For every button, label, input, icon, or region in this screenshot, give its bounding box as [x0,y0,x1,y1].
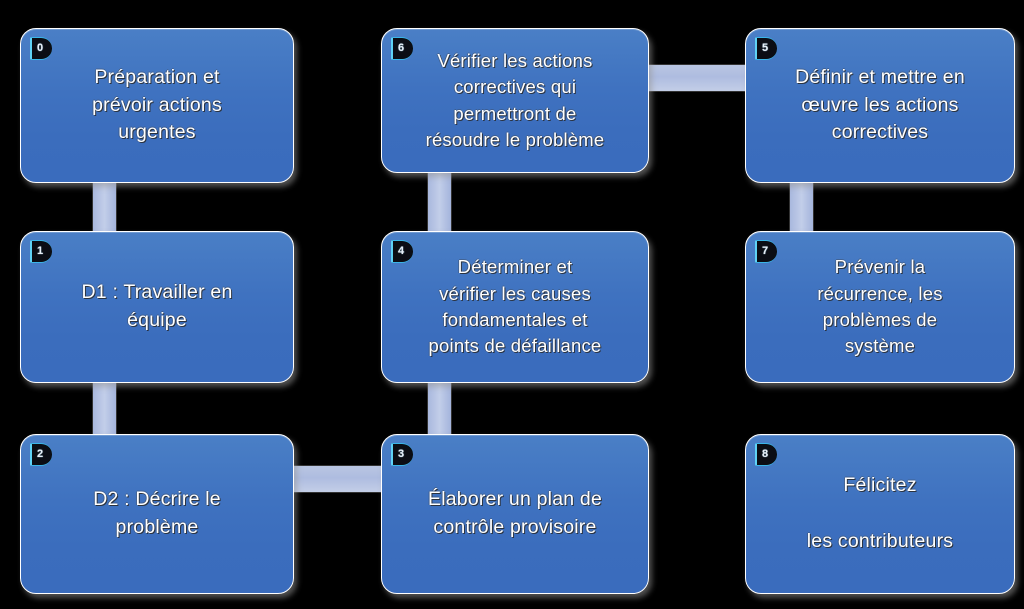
node-d7[interactable]: 7 Prévenir la récurrence, les problèmes … [745,231,1015,383]
badge-number: 4 [397,245,405,257]
d-tag-icon: 7 [755,240,777,263]
d-tag-icon: 1 [30,240,52,263]
badge-number: 2 [36,448,44,460]
node-d4[interactable]: 4 Déterminer et vérifier les causes fond… [381,231,649,383]
connector-d1-d2 [93,380,116,438]
badge-number: 3 [397,448,405,460]
badge-number: 7 [761,245,769,257]
node-d3[interactable]: 3 Élaborer un plan de contrôle provisoir… [381,434,649,594]
node-label: D1 : Travailler en équipe [81,281,233,331]
d-tag-icon: 4 [391,240,413,263]
badge-number: 5 [761,42,769,54]
node-d0[interactable]: 0 Préparation et prévoir actions urgente… [20,28,294,183]
d-tag-icon: 6 [391,37,413,60]
node-d5[interactable]: 5 Définir et mettre en œuvre les actions… [745,28,1015,183]
node-label: Élaborer un plan de contrôle provisoire [427,488,602,538]
node-d8[interactable]: 8 Félicitez les contributeurs [745,434,1015,594]
connector-d5-d7 [790,182,813,234]
node-d1[interactable]: 1 D1 : Travailler en équipe [20,231,294,383]
badge-number: 0 [36,42,44,54]
node-label: Définir et mettre en œuvre les actions c… [795,65,965,144]
node-label: Préparation et prévoir actions urgentes [92,65,222,144]
badge-number: 1 [36,245,44,257]
node-label: Déterminer et vérifier les causes fondam… [428,256,602,357]
badge-number: 6 [397,42,405,54]
connector-d6-d4 [428,172,451,234]
node-label: Prévenir la récurrence, les problèmes de… [817,256,943,357]
d-tag-icon: 0 [30,37,52,60]
connector-d0-d1 [93,182,116,234]
badge-number: 8 [761,448,769,460]
node-label: Félicitez les contributeurs [806,474,954,552]
node-label: D2 : Décrire le problème [93,488,221,538]
d-tag-icon: 2 [30,443,52,466]
d-tag-icon: 3 [391,443,413,466]
node-label: Vérifier les actions correctives qui per… [425,49,605,150]
d-tag-icon: 5 [755,37,777,60]
connector-d6-d5 [640,65,756,91]
connector-d2-d3 [282,466,398,492]
connector-d4-d3 [428,380,451,438]
node-d2[interactable]: 2 D2 : Décrire le problème [20,434,294,594]
d-tag-icon: 8 [755,443,777,466]
node-d6[interactable]: 6 Vérifier les actions correctives qui p… [381,28,649,173]
